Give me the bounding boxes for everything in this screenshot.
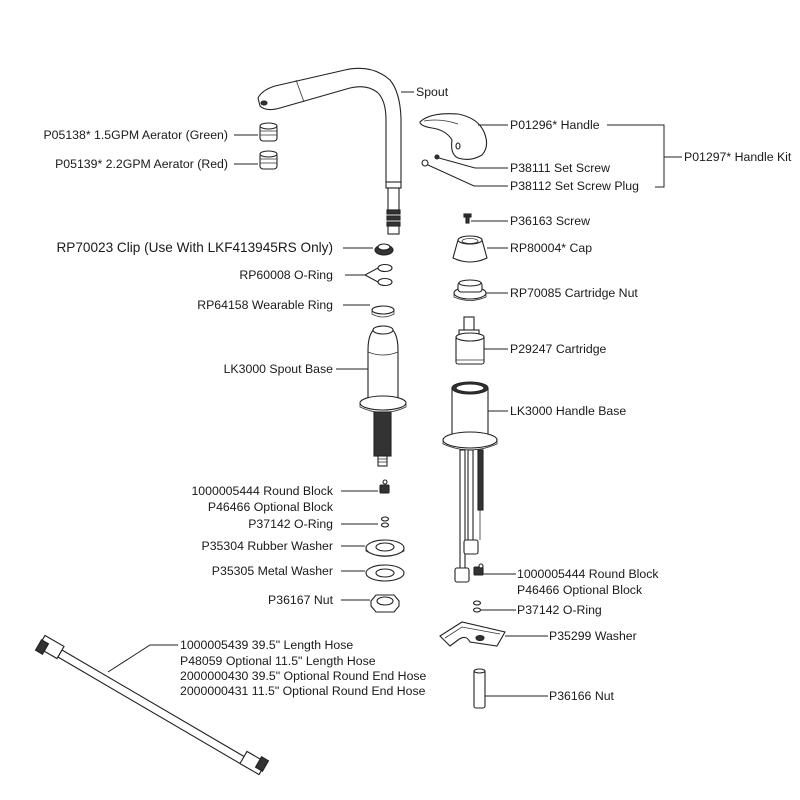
label-handle-kit: P01297* Handle Kit xyxy=(684,150,792,164)
cap-icon xyxy=(452,235,488,263)
spout-nut-icon xyxy=(370,594,400,613)
aerator-green-icon xyxy=(259,122,278,142)
label-metal-washer: P35305 Metal Washer xyxy=(212,564,333,578)
handle-block-oring-icon xyxy=(472,600,482,613)
cartridge-nut-icon xyxy=(453,279,487,301)
label-clip: RP70023 Clip (Use With LKF413945RS Only) xyxy=(56,240,333,255)
label-hose-4: 2000000431 11.5" Optional Round End Hose xyxy=(180,684,426,698)
label-handle: P01296* Handle xyxy=(510,118,600,132)
handle-round-block-icon xyxy=(473,563,484,576)
handle-kit-bracket xyxy=(607,124,682,188)
label-handle-block-oring: P37142 O-Ring xyxy=(517,603,602,617)
spout-round-block-icon xyxy=(379,479,390,494)
label-aerator-red: P05139* 2.2GPM Aerator (Red) xyxy=(55,157,228,171)
screw-icon xyxy=(463,213,472,224)
clip-icon xyxy=(374,243,394,256)
aerator-red-icon xyxy=(259,150,278,170)
metal-washer-icon xyxy=(365,564,405,582)
label-handle-base: LK3000 Handle Base xyxy=(510,404,626,418)
hose-leader xyxy=(107,644,178,673)
spout-base-icon xyxy=(359,325,407,467)
handle-washer-icon xyxy=(439,621,506,647)
handle-icon xyxy=(419,113,488,161)
label-handle-round-block: 1000005444 Round Block xyxy=(517,567,659,581)
label-spout-nut: P36167 Nut xyxy=(268,593,334,607)
oring-icon xyxy=(377,263,393,287)
set-screw-plug-leader xyxy=(427,164,508,187)
label-set-screw: P38111 Set Screw xyxy=(510,161,610,175)
label-cartridge-nut: RP70085 Cartridge Nut xyxy=(510,286,638,300)
label-spout: Spout xyxy=(416,85,449,99)
label-cap: RP80004* Cap xyxy=(510,241,592,255)
oring-leader xyxy=(345,267,379,283)
label-set-screw-plug: P38112 Set Screw Plug xyxy=(510,179,639,193)
label-spout-round-block: 1000005444 Round Block xyxy=(191,484,333,498)
rubber-washer-icon xyxy=(365,539,405,557)
label-wearable-ring: RP64158 Wearable Ring xyxy=(197,298,333,312)
set-screw-leader xyxy=(438,157,508,169)
label-screw: P36163 Screw xyxy=(510,214,590,228)
label-spout-block-oring: P37142 O-Ring xyxy=(248,517,333,531)
handle-nut-icon xyxy=(473,668,486,709)
label-cartridge: P29247 Cartridge xyxy=(510,342,607,356)
cartridge-icon xyxy=(455,316,485,365)
label-handle-optional-block: P46466 Optional Block xyxy=(517,583,643,597)
hose-icon xyxy=(34,634,270,776)
label-hose-1: 1000005439 39.5" Length Hose xyxy=(180,638,353,652)
spout-drawing xyxy=(257,67,402,235)
label-aerator-green: P05138* 1.5GPM Aerator (Green) xyxy=(43,128,228,142)
handle-base-icon xyxy=(442,381,498,583)
label-handle-nut: P36166 Nut xyxy=(549,689,615,703)
label-handle-washer: P35299 Washer xyxy=(549,629,637,643)
label-spout-optional-block: P46466 Optional Block xyxy=(208,500,334,514)
set-screw-icon xyxy=(434,154,440,160)
label-rubber-washer: P35304 Rubber Washer xyxy=(202,539,333,553)
label-hose-3: 2000000430 39.5" Optional Round End Hose xyxy=(180,669,427,683)
spout-block-oring-icon xyxy=(380,516,390,528)
label-spout-base: LK3000 Spout Base xyxy=(224,362,334,376)
label-hose-2: P48059 Optional 11.5" Length Hose xyxy=(180,654,376,668)
wearable-ring-icon xyxy=(371,305,395,318)
label-spout-oring: RP60008 O-Ring xyxy=(239,268,333,282)
set-screw-plug-icon xyxy=(421,159,429,167)
